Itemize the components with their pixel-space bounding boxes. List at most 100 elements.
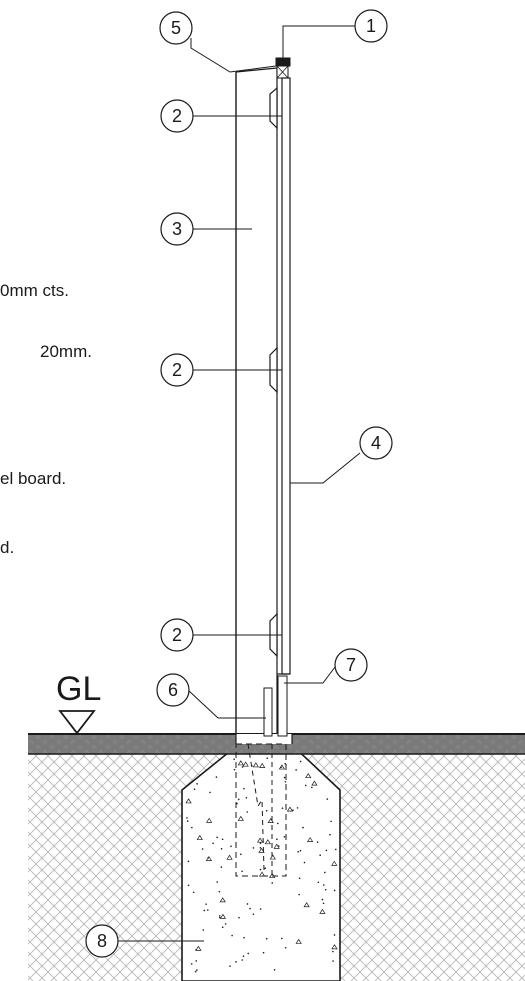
- aggregate-dot: [265, 937, 268, 940]
- aggregate-dot: [325, 849, 328, 852]
- aggregate-dot: [196, 783, 198, 785]
- ground-level-marker: GL: [56, 670, 101, 735]
- aggregate-dot: [316, 841, 319, 843]
- callout-4: 4: [359, 426, 393, 460]
- callout-7-number: 7: [346, 655, 356, 675]
- aggregate-stone: [195, 945, 202, 951]
- callout-8-number: 8: [97, 931, 107, 951]
- aggregate-dot: [302, 826, 304, 829]
- aggregate-dot: [281, 937, 283, 940]
- rail-top: [269, 86, 282, 130]
- aggregate-dot: [259, 847, 262, 849]
- aggregate-stone: [259, 762, 266, 768]
- aggregate-dot: [311, 786, 313, 789]
- aggregate-dot: [202, 929, 205, 931]
- callout-8: 8: [85, 924, 119, 958]
- aggregate-dot: [333, 889, 336, 892]
- aggregate-stone: [252, 762, 259, 768]
- aggregate-stone: [206, 817, 213, 823]
- ground-level-label: GL: [56, 670, 101, 708]
- aggregate-dot: [298, 893, 300, 896]
- aggregate-dot: [186, 820, 189, 822]
- aggregate-dot: [190, 963, 193, 965]
- aggregate-stone: [219, 897, 226, 903]
- callout-5: 5: [159, 11, 193, 45]
- aggregate-dot: [235, 961, 237, 963]
- aggregate-dot: [209, 791, 211, 794]
- aggregate-stone: [219, 913, 227, 919]
- aggregate-dot: [292, 809, 294, 811]
- aggregate-stone: [303, 902, 310, 908]
- aggregate-dot: [252, 913, 255, 915]
- callout-6: 6: [156, 673, 190, 707]
- aggregate-dot: [334, 848, 337, 851]
- callout-7: 7: [334, 648, 368, 682]
- aggregate-stone: [331, 860, 338, 866]
- aggregate-dot: [299, 760, 302, 763]
- aggregate-dot: [329, 833, 331, 836]
- aggregate-dot: [333, 934, 336, 936]
- aggregate-dot: [187, 884, 190, 887]
- aggregate-dot: [218, 890, 221, 893]
- top-cap: [275, 57, 291, 79]
- aggregate-dot: [216, 881, 218, 883]
- aggregate-dot: [249, 907, 251, 910]
- aggregate-dot: [187, 860, 190, 863]
- aggregate-stone: [305, 773, 312, 779]
- aggregate-dot: [266, 757, 269, 760]
- aggregate-dot: [332, 960, 334, 962]
- aggregate-dot: [271, 882, 274, 884]
- aggregate-dot: [206, 909, 209, 911]
- callout-2-bottom: 2: [160, 618, 194, 652]
- panel-board: [277, 77, 291, 675]
- aggregate-dot: [242, 955, 245, 957]
- aggregate-dot: [186, 817, 188, 819]
- base-bracket: [263, 675, 288, 737]
- aggregate-dot: [224, 923, 227, 925]
- aggregate-dot: [193, 788, 196, 791]
- aggregate-dot: [273, 969, 276, 971]
- aggregate-dot: [324, 888, 327, 891]
- aggregate-dot: [205, 903, 207, 905]
- aggregate-dot: [219, 916, 221, 919]
- aggregate-dot: [220, 866, 223, 868]
- aggregate-dot: [265, 809, 268, 812]
- note-panel-board: el board.: [0, 469, 67, 488]
- note-fragment: d.: [0, 538, 15, 557]
- callout-1-number: 1: [366, 16, 376, 36]
- callout-3: 3: [160, 212, 194, 246]
- aggregate-dot: [220, 848, 223, 850]
- aggregate-dot: [330, 820, 332, 823]
- callout-2-bottom-number: 2: [172, 625, 182, 645]
- aggregate-dot: [237, 798, 240, 801]
- aggregate-dot: [259, 868, 262, 871]
- aggregate-dot: [216, 836, 218, 839]
- aggregate-dot: [281, 807, 284, 809]
- aggregate-dot: [283, 776, 286, 779]
- aggregate-dot: [191, 826, 193, 829]
- aggregate-stone: [256, 837, 264, 843]
- aggregate-dot: [299, 849, 302, 852]
- aggregate-dot: [321, 898, 324, 901]
- callout-5-number: 5: [171, 18, 181, 38]
- aggregate-dot: [221, 838, 224, 841]
- aggregate-stone: [258, 847, 265, 853]
- aggregate-dot: [212, 842, 214, 845]
- concrete-aggregate: [185, 747, 338, 973]
- callout-3-number: 3: [172, 219, 182, 239]
- aggregate-dot: [303, 861, 306, 864]
- aggregate-dot: [192, 891, 195, 894]
- aggregate-dot: [317, 881, 320, 884]
- aggregate-dot: [233, 758, 235, 760]
- aggregate-dot: [326, 798, 329, 800]
- aggregate-dot: [246, 903, 249, 905]
- aggregate-dot: [298, 877, 301, 880]
- post-embedment: [235, 734, 293, 877]
- aggregate-dot: [252, 847, 255, 849]
- aggregate-dot: [280, 766, 282, 769]
- aggregate-dot: [284, 780, 287, 783]
- aggregate-dot: [284, 946, 287, 949]
- callout-6-number: 6: [168, 680, 178, 700]
- aggregate-dot: [207, 857, 209, 859]
- rail-middle: [269, 346, 282, 394]
